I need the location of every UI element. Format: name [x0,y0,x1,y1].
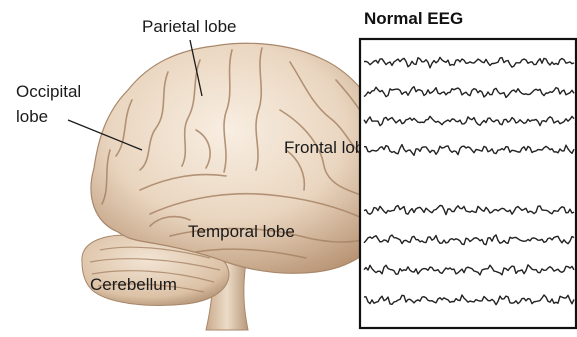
parietal-lobe-label: Parietal lobe [142,17,237,36]
eeg-title: Normal EEG [364,9,463,28]
temporal-lobe-label: Temporal lobe [188,222,295,241]
eeg-panel: Normal EEG [360,9,576,328]
cerebellum-label: Cerebellum [90,275,177,294]
eeg-frame [360,39,576,328]
occipital-lobe-label-line2: lobe [16,107,48,126]
occipital-lobe-label-line1: Occipital [16,82,81,101]
